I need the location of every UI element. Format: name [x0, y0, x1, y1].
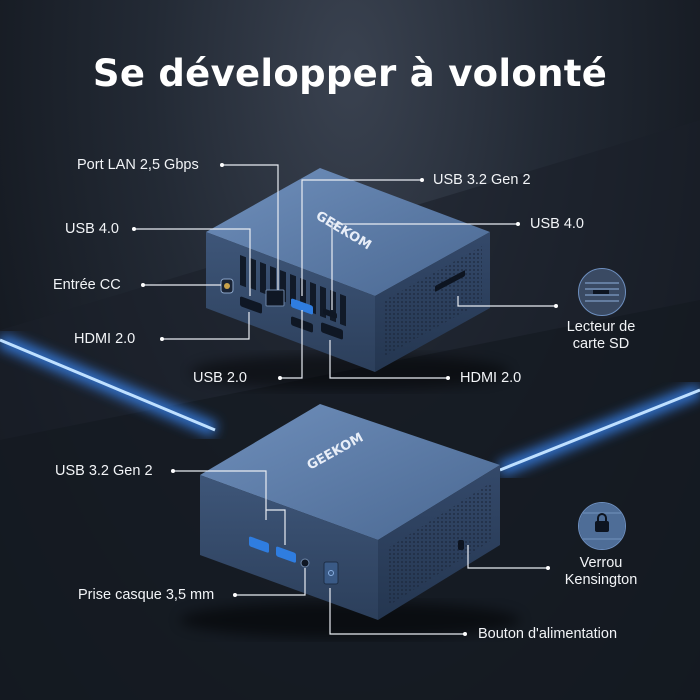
label-usb4-left: USB 4.0	[65, 221, 119, 237]
label-usb32-rear: USB 3.2 Gen 2	[433, 172, 531, 188]
label-kensington: Verrou Kensington	[546, 555, 656, 589]
label-usb4-right: USB 4.0	[530, 216, 584, 232]
label-usb32-front: USB 3.2 Gen 2	[55, 463, 153, 479]
blue-glow-edge	[0, 333, 700, 477]
page-title: Se développer à volonté	[92, 52, 608, 95]
sd-card-slot-icon	[578, 268, 626, 316]
leader-dots	[132, 163, 558, 636]
label-sd-reader-line1: Lecteur de	[566, 319, 636, 335]
label-hdmi-right: HDMI 2.0	[460, 370, 522, 386]
label-power-button: Bouton d'alimentation	[478, 626, 618, 642]
label-kensington-line1: Verrou	[579, 555, 623, 571]
lock-slot-icon	[578, 502, 626, 550]
leader-lines	[134, 164, 556, 635]
label-audio-jack: Prise casque 3,5 mm	[78, 587, 215, 603]
label-dc-in: Entrée CC	[53, 277, 121, 293]
label-lan-port: Port LAN 2,5 Gbps	[77, 157, 199, 173]
label-kensington-line2: Kensington	[564, 572, 638, 588]
label-hdmi-left: HDMI 2.0	[74, 331, 136, 347]
label-usb2: USB 2.0	[193, 370, 247, 386]
label-sd-reader-line2: carte SD	[572, 336, 630, 352]
mini-pc-front: GEEKOM	[180, 404, 520, 638]
label-sd-reader: Lecteur de carte SD	[545, 319, 657, 353]
